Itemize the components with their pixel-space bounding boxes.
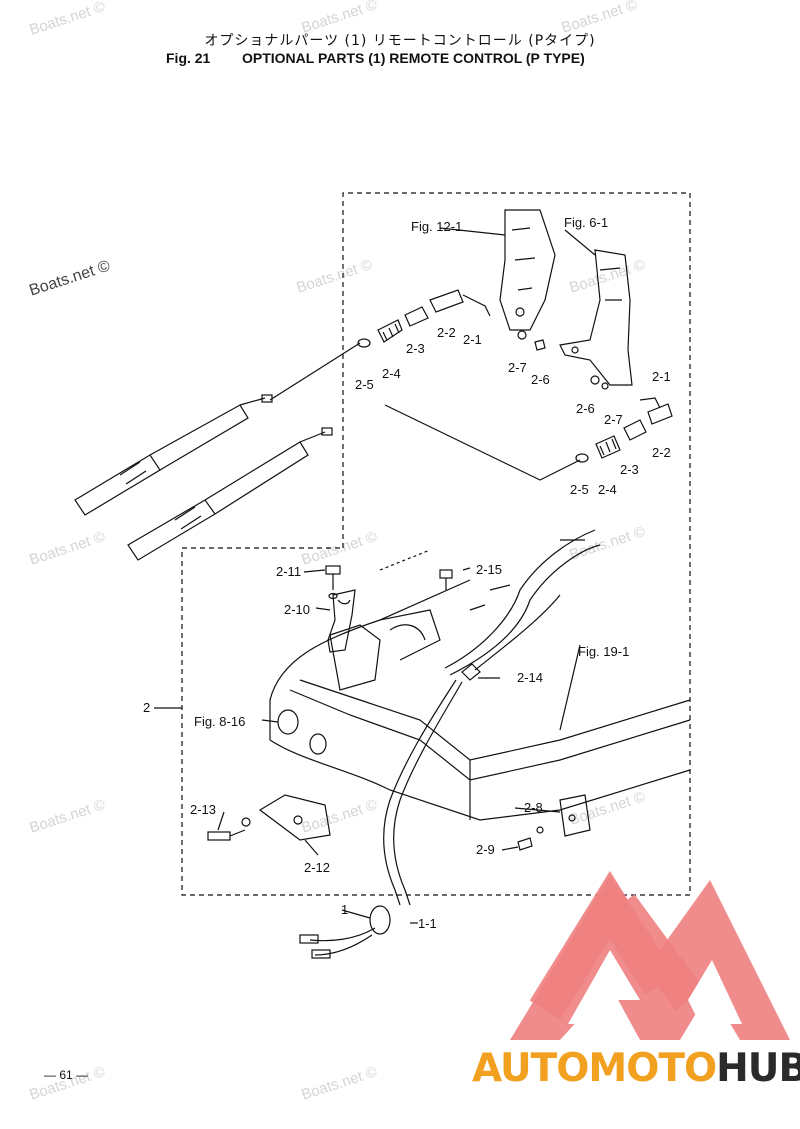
label-part-2-6: 2-6 (531, 372, 550, 387)
label-part-2-3: 2-3 (620, 462, 639, 477)
wire-harness (299, 529, 601, 959)
label-part-2-6: 2-6 (576, 401, 595, 416)
upper-dashed-boundary (181, 192, 691, 896)
label-part-1-1: 1-1 (418, 916, 437, 931)
label-part-2-4: 2-4 (598, 482, 617, 497)
label-fig-19-1: Fig. 19-1 (578, 644, 630, 659)
label-fig-8-16: Fig. 8-16 (194, 714, 246, 729)
label-part-2-7: 2-7 (508, 360, 527, 375)
throttle-cable-upper (74, 342, 361, 516)
grommet-fig-8-16 (277, 709, 299, 735)
label-part-2-14: 2-14 (517, 670, 544, 685)
plate-2-10 (325, 565, 356, 653)
label-part-2-2: 2-2 (437, 325, 456, 340)
label-part-2-12: 2-12 (304, 860, 331, 875)
label-part-2: 2 (143, 700, 151, 715)
label-part-2-1: 2-1 (463, 332, 482, 347)
lower-rod-assembly (575, 375, 673, 463)
label-part-2-5: 2-5 (355, 377, 374, 392)
label-part-2-8: 2-8 (524, 800, 543, 815)
label-part-2-7: 2-7 (604, 412, 623, 427)
figure-title: OPTIONAL PARTS (1) REMOTE CONTROL (P TYP… (242, 50, 585, 66)
label-part-2-4: 2-4 (382, 366, 401, 381)
page-number: — 61 — (44, 1068, 89, 1082)
brand-logo-shape (510, 875, 790, 1040)
brand-part-automoto: AUTOMOTO (472, 1046, 717, 1091)
bracket-2-12 (207, 794, 331, 841)
label-part-2-3: 2-3 (406, 341, 425, 356)
upper-rod-assembly (357, 289, 546, 351)
engine-bottom-cowling (269, 579, 691, 821)
label-part-2-13: 2-13 (190, 802, 217, 817)
label-part-2-15: 2-15 (476, 562, 503, 577)
bolt-2-15 (439, 569, 453, 590)
label-part-2-9: 2-9 (476, 842, 495, 857)
label-part-1: 1 (341, 902, 349, 917)
figure-number: Fig. 21 (166, 50, 211, 66)
shift-cable-lower (127, 427, 333, 561)
label-part-2-2: 2-2 (652, 445, 671, 460)
label-fig-6-1: Fig. 6-1 (564, 215, 609, 230)
title-japanese: オプショナルパーツ (1) リモートコントロール (Pタイプ) (204, 33, 596, 49)
label-part-2-11: 2-11 (276, 564, 302, 579)
label-part-2-1: 2-1 (652, 369, 671, 384)
brand-wordmark: AUTOMOTOHUB (472, 1046, 800, 1091)
label-part-2-5: 2-5 (570, 482, 589, 497)
throttle-bracket (499, 209, 556, 331)
brand-part-hub: HUB (716, 1046, 800, 1091)
shift-bracket (559, 249, 633, 386)
label-fig-12-1: Fig. 12-1 (411, 219, 463, 234)
label-part-2-10: 2-10 (284, 602, 311, 617)
bracket-2-8 (517, 794, 591, 851)
